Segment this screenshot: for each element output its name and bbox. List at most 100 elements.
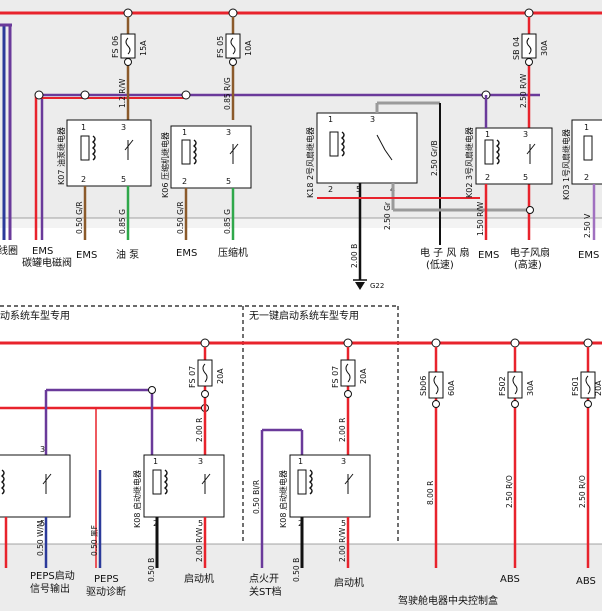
ems-label-2: EMS bbox=[76, 250, 97, 261]
ems-label-1: EMS bbox=[32, 246, 53, 257]
relay-k06-label: K06 压缩机继电器 bbox=[160, 132, 170, 198]
starter-label-1: 启动机 bbox=[184, 572, 214, 585]
fan-low-label: 电 子 风 扇 bbox=[420, 246, 470, 259]
svg-text:3: 3 bbox=[40, 445, 45, 454]
fuse-sb06-rating: 60A bbox=[447, 380, 456, 396]
svg-text:0.85 R/G: 0.85 R/G bbox=[223, 77, 232, 110]
svg-text:1.2 R/W: 1.2 R/W bbox=[118, 78, 127, 108]
ground-label: G22 bbox=[370, 282, 384, 290]
fuse-fs01-name: FS01 bbox=[571, 376, 580, 396]
svg-text:2.50 R/O: 2.50 R/O bbox=[578, 475, 587, 508]
relay-k18-label: K18 2号风扇继电器 bbox=[305, 127, 315, 198]
svg-text:2: 2 bbox=[81, 175, 86, 184]
svg-text:2.00 R/W: 2.00 R/W bbox=[338, 527, 347, 562]
relay-k06 bbox=[170, 125, 252, 189]
fuse-fs07a-name: FS 07 bbox=[188, 366, 197, 388]
relay-k07 bbox=[66, 119, 152, 187]
fuse-fs07a-rating: 20A bbox=[216, 368, 225, 384]
svg-text:5: 5 bbox=[356, 185, 361, 194]
relay-k08b bbox=[289, 454, 371, 518]
svg-text:2: 2 bbox=[182, 177, 187, 186]
svg-text:1: 1 bbox=[182, 128, 187, 137]
relay-left-partial bbox=[0, 454, 71, 518]
svg-text:1: 1 bbox=[298, 457, 303, 466]
relay-k18 bbox=[316, 112, 418, 184]
svg-text:0.50 B: 0.50 B bbox=[147, 558, 156, 582]
svg-text:2: 2 bbox=[584, 173, 589, 182]
fuse-sb06-name: Sb06 bbox=[419, 376, 428, 396]
svg-text:5: 5 bbox=[198, 519, 203, 528]
svg-text:8.00 R: 8.00 R bbox=[426, 481, 435, 505]
section-left-title: 动系统车型专用 bbox=[0, 309, 70, 322]
relay-k07-label: K07 油泵继电器 bbox=[56, 127, 66, 185]
fuse-fs05-rating: 10A bbox=[244, 40, 253, 56]
svg-text:2.00 R: 2.00 R bbox=[338, 418, 347, 442]
svg-text:1: 1 bbox=[584, 123, 589, 132]
svg-text:0.50 G/R: 0.50 G/R bbox=[75, 201, 84, 234]
fuse-fs06-name: FS 06 bbox=[111, 36, 120, 58]
svg-text:2.50 V: 2.50 V bbox=[583, 213, 592, 238]
svg-text:3: 3 bbox=[226, 128, 231, 137]
svg-text:3: 3 bbox=[341, 457, 346, 466]
section-keyless-title: 无一键启动系统车型专用 bbox=[249, 309, 359, 322]
relay-k08a-label: K08 启动继电器 bbox=[132, 470, 142, 528]
relay-k08a bbox=[143, 454, 225, 518]
relay-k03 bbox=[571, 119, 602, 185]
ground-icon bbox=[355, 282, 365, 290]
svg-text:1: 1 bbox=[153, 457, 158, 466]
ems-label-4: EMS bbox=[478, 250, 499, 261]
svg-text:3: 3 bbox=[370, 115, 375, 124]
fuse-fs06-rating: 15A bbox=[139, 40, 148, 56]
svg-text:1: 1 bbox=[81, 123, 86, 132]
svg-text:2.00 R: 2.00 R bbox=[195, 418, 204, 442]
peps-diag-label-2: 驱动诊断 bbox=[86, 585, 126, 598]
svg-text:5: 5 bbox=[226, 177, 231, 186]
fuse-fs02-rating: 30A bbox=[526, 380, 535, 396]
relay-k08b-label: K08 启动继电器 bbox=[278, 470, 288, 528]
svg-text:1: 1 bbox=[328, 115, 333, 124]
peps-diag-label: PEPS bbox=[94, 574, 119, 585]
svg-text:0.85 G: 0.85 G bbox=[118, 209, 127, 234]
svg-text:0.85 G: 0.85 G bbox=[223, 209, 232, 234]
svg-text:0.50 黑F: 0.50 黑F bbox=[90, 525, 99, 556]
svg-text:2.50 Gr: 2.50 Gr bbox=[383, 201, 392, 230]
relay-k02-label: K02 3号风扇继电器 bbox=[464, 127, 474, 198]
abs-label-1: ABS bbox=[500, 574, 520, 585]
ems-label-5: EMS bbox=[578, 250, 599, 261]
compressor-label: 压缩机 bbox=[218, 246, 248, 259]
svg-text:2.00 B: 2.00 B bbox=[350, 244, 359, 268]
top-band bbox=[0, 218, 602, 228]
fan-high-speed: (高速) bbox=[514, 258, 542, 271]
fuse-fs05-name: FS 05 bbox=[216, 36, 225, 58]
svg-text:1: 1 bbox=[485, 130, 490, 139]
abs-label-2: ABS bbox=[576, 576, 596, 587]
svg-text:2.50 R/O: 2.50 R/O bbox=[505, 475, 514, 508]
relay-k02 bbox=[475, 127, 553, 185]
fan-high-label: 电子风扇 bbox=[510, 246, 550, 259]
fuse-fs07b-rating: 20A bbox=[359, 368, 368, 384]
fuse-sb04-name: SB 04 bbox=[512, 37, 521, 60]
fuse-fs01-rating: 20A bbox=[594, 380, 602, 396]
ignition-label: 点火开 bbox=[249, 573, 279, 585]
fuse-fs07b-name: FS 07 bbox=[331, 366, 340, 388]
fuse-fs02-name: FS02 bbox=[498, 376, 507, 396]
svg-text:2.00 R/W: 2.00 R/W bbox=[195, 527, 204, 562]
svg-text:3: 3 bbox=[523, 130, 528, 139]
ems-label-3: EMS bbox=[176, 248, 197, 259]
svg-text:2.50 R/W: 2.50 R/W bbox=[519, 73, 528, 108]
svg-text:3: 3 bbox=[198, 457, 203, 466]
svg-text:5: 5 bbox=[40, 519, 45, 528]
svg-text:2.50 Gr/B: 2.50 Gr/B bbox=[430, 140, 439, 176]
svg-text:5: 5 bbox=[121, 175, 126, 184]
peps-signal-label: PEPS启动 bbox=[30, 569, 75, 582]
cab-control-box-label: 驾驶舱电器中央控制盒 bbox=[398, 594, 498, 607]
svg-text:2: 2 bbox=[328, 185, 333, 194]
fuse-sb04-rating: 30A bbox=[540, 40, 549, 56]
fuel-pump-label: 油 泵 bbox=[116, 248, 139, 261]
starter-label-2: 启动机 bbox=[334, 576, 364, 589]
peps-signal-label-2: 信号输出 bbox=[30, 582, 70, 595]
fan-low-speed: (低速) bbox=[426, 258, 454, 271]
svg-text:5: 5 bbox=[341, 519, 346, 528]
